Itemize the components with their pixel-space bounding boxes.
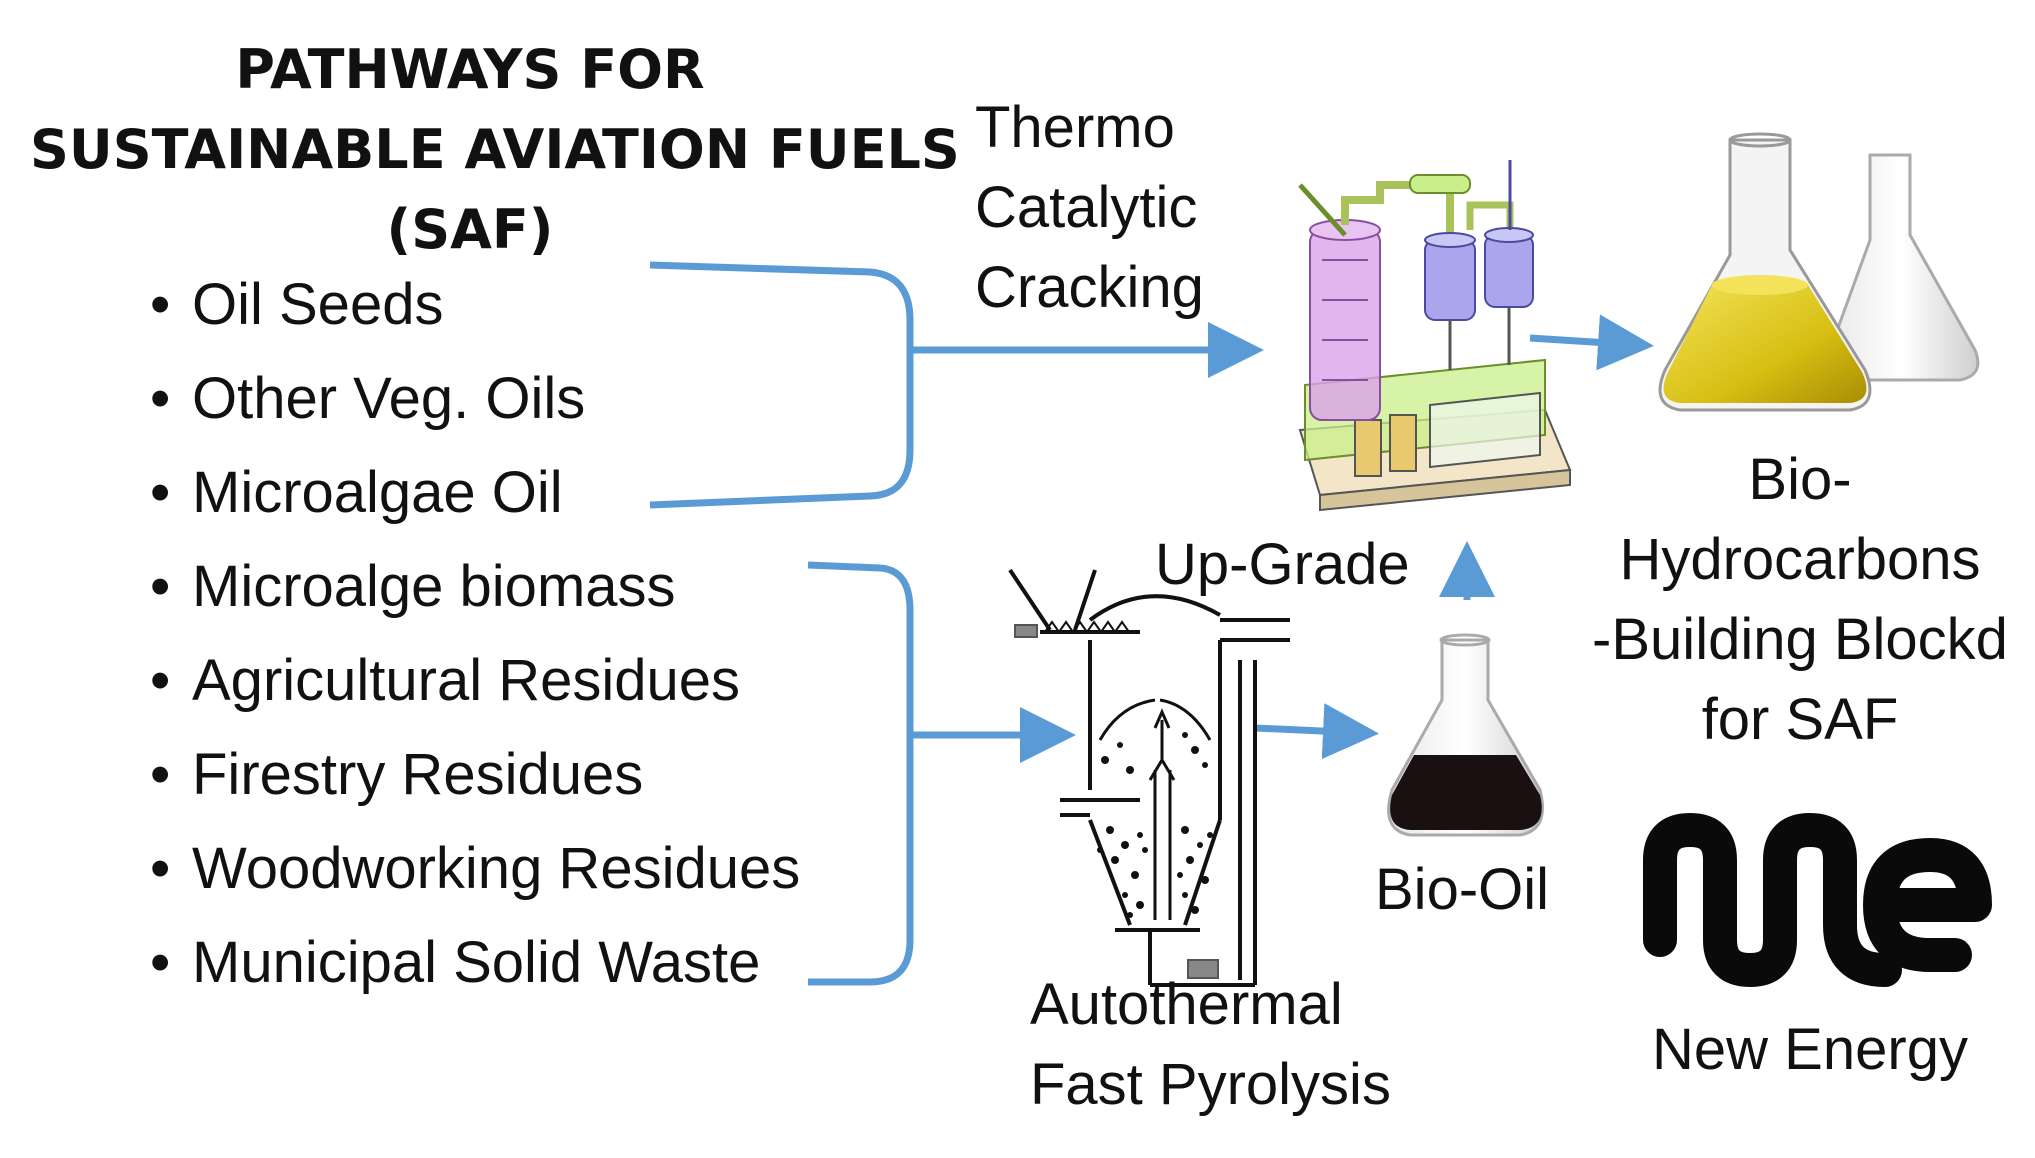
bio-oil-label: Bio-Oil — [1375, 857, 1550, 922]
pyrolysis-particles — [1097, 732, 1213, 918]
tcc-label: Thermo Catalytic Cracking — [975, 88, 1204, 328]
title-line-1: PATHWAYS FOR — [235, 38, 705, 101]
bio-oil-liquid — [1390, 755, 1542, 830]
logo-text: New Energy — [1652, 1017, 1968, 1082]
pyrolysis-label: Autothermal Fast Pyrolysis — [1030, 965, 1391, 1125]
new-energy-logo — [1643, 813, 1992, 987]
tcc-vessel-1 — [1424, 239, 1476, 321]
feedstock-item: Other Veg. Oils — [150, 356, 800, 450]
feedstock-list: Oil Seeds Other Veg. Oils Microalgae Oil… — [150, 262, 800, 1014]
upgrade-label: Up-Grade — [1155, 532, 1410, 597]
fuel-liquid — [1663, 285, 1867, 403]
bio-hydrocarbons-line: Bio- — [1748, 447, 1852, 512]
tcc-vessel-2 — [1484, 234, 1534, 308]
feedstock-item: Oil Seeds — [150, 262, 800, 356]
bio-hydrocarbons-line: for SAF — [1701, 687, 1899, 752]
bio-oil-flask — [1387, 633, 1544, 837]
tcc-apparatus — [1298, 160, 1572, 512]
bio-hydrocarbons-label: Bio- Hydrocarbons -Building Blockd for S… — [1560, 440, 2035, 760]
pyrolysis-label-line: Fast Pyrolysis — [1030, 1052, 1391, 1117]
arrow-to-bio-oil — [1254, 703, 1379, 760]
title-line-2: SUSTAINABLE AVIATION FUELS — [30, 118, 960, 181]
tcc-label-line: Thermo — [975, 95, 1175, 160]
feedstock-item: Agricultural Residues — [150, 638, 800, 732]
lower-bracket — [807, 561, 914, 986]
tcc-label-line: Catalytic — [975, 175, 1198, 240]
title-line-3: (SAF) — [386, 198, 554, 261]
feedstock-item: Microalge biomass — [150, 544, 800, 638]
tcc-reactor — [1309, 229, 1381, 421]
pyrolysis-reactor — [1008, 568, 1290, 987]
logo-e-mark — [1863, 838, 1992, 972]
feedstock-item: Woodworking Residues — [150, 826, 800, 920]
feedstock-item: Firestry Residues — [150, 732, 800, 826]
logo-n-mark — [1643, 813, 1902, 987]
bio-hydrocarbons-line: -Building Blockd — [1592, 607, 2008, 672]
diagram-title: PATHWAYS FOR SUSTAINABLE AVIATION FUELS … — [30, 30, 960, 270]
feedstock-item: Municipal Solid Waste — [150, 920, 800, 1014]
feedstock-item: Microalgae Oil — [150, 450, 800, 544]
upper-bracket — [649, 261, 914, 509]
tcc-label-line: Cracking — [975, 255, 1204, 320]
tcc-control-box — [1429, 391, 1541, 469]
bio-hydrocarbons-flasks — [1658, 132, 1980, 412]
arrow-to-fuel — [1529, 314, 1654, 371]
pyrolysis-label-line: Autothermal — [1030, 972, 1343, 1037]
bio-hydrocarbons-line: Hydrocarbons — [1619, 527, 1981, 592]
